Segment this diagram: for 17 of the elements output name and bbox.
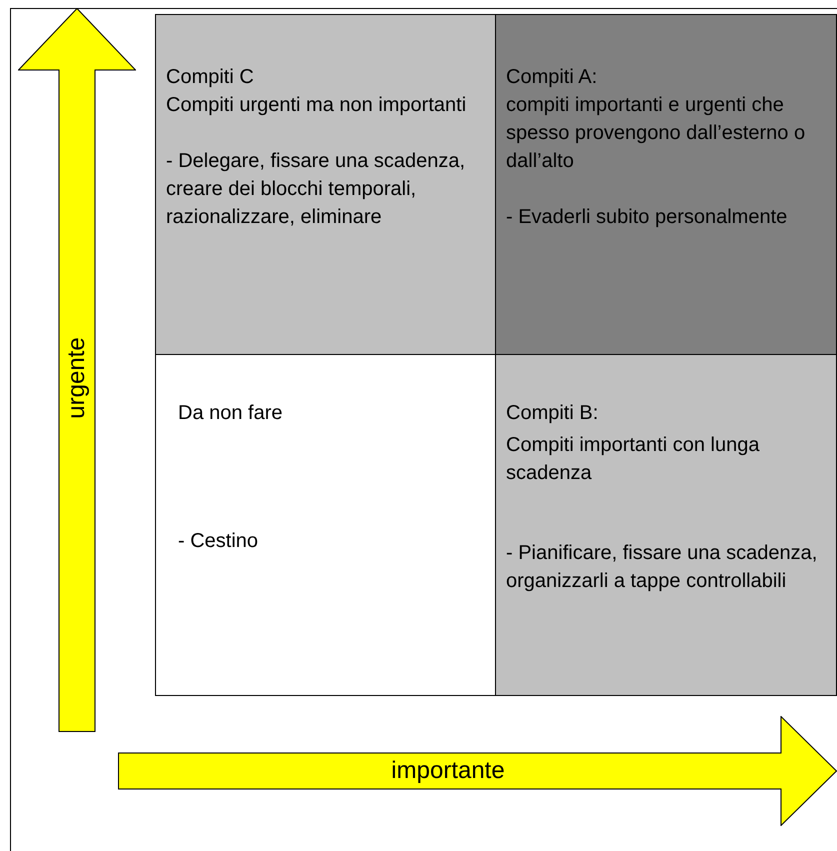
quadrant-panel — [155, 354, 496, 696]
quadrant-panel — [155, 14, 496, 355]
quadrant-description: Compiti urgenti ma non importanti — [166, 93, 468, 118]
action-note: - Delegare, fissare una scadenza, creare dei blocchi temporali, razionalizzare, eliminare — [166, 149, 466, 230]
quadrant-heading: Compiti B: — [506, 401, 600, 426]
quadrant-description: Compiti importanti con lunga scadenza — [506, 433, 760, 486]
action-note: - Pianificare, fissare una scadenza, organizzarli a tappe controllabili — [506, 541, 818, 594]
quadrant-panel — [495, 354, 837, 696]
axis-label: urgente — [63, 337, 91, 419]
quadrant-heading: Compiti C — [166, 65, 255, 90]
quadrant-heading: Compiti A: — [506, 65, 598, 90]
action-note: - Cestino — [178, 529, 260, 554]
action-note: - Evaderli subito personalmente — [506, 205, 788, 230]
quadrant-panel — [495, 14, 837, 355]
axis-label: importante — [391, 757, 505, 785]
quadrant-description: compiti importanti e urgenti che spesso provengono dall’esterno o dall’alto — [506, 93, 806, 174]
quadrant-heading: Da non fare — [178, 401, 284, 426]
